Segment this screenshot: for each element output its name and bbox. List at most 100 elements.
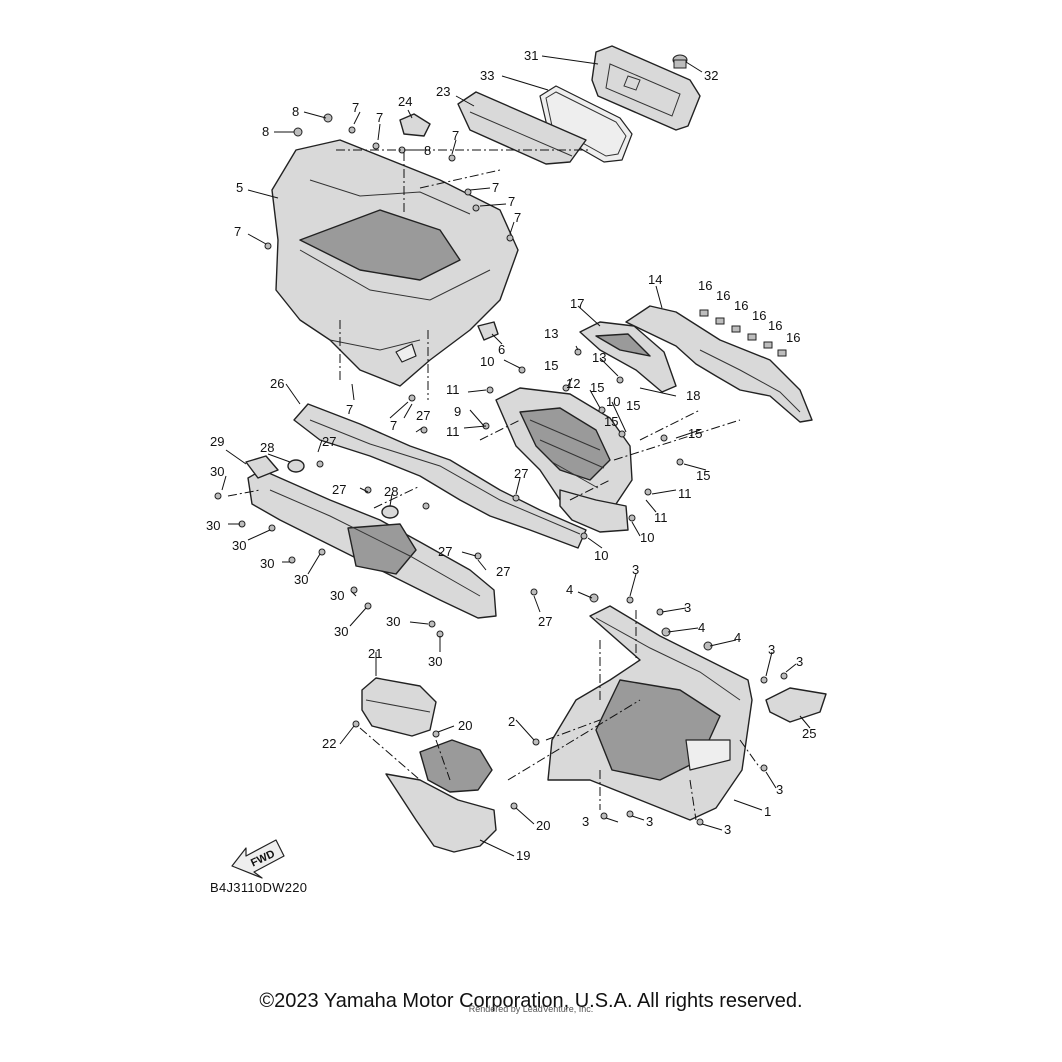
part-25-bracket[interactable]	[765, 687, 827, 723]
callout-30i: 30	[428, 654, 442, 669]
callout-30a: 30	[210, 464, 224, 479]
part-23-panel[interactable]	[457, 91, 587, 165]
part-17-cover[interactable]	[579, 321, 677, 393]
part-32-cap[interactable]	[672, 54, 688, 69]
callout-3h: 3	[724, 822, 731, 837]
callout-31: 31	[524, 48, 538, 63]
callout-15b: 15	[590, 380, 604, 395]
callout-27a: 27	[416, 408, 430, 423]
callout-3b: 3	[684, 600, 691, 615]
part-29-pad[interactable]	[245, 455, 279, 479]
part-16-fasteners[interactable]	[699, 309, 787, 357]
assembly-lines	[227, 149, 761, 821]
callout-32: 32	[704, 68, 718, 83]
callout-8a: 8	[292, 104, 299, 119]
callout-20a: 20	[458, 718, 472, 733]
callout-15e: 15	[688, 426, 702, 441]
callout-15a: 15	[544, 358, 558, 373]
callout-11b: 11	[446, 424, 460, 439]
callout-4b: 4	[698, 620, 705, 635]
part-frame-bracket-left[interactable]	[247, 469, 497, 619]
callout-27b: 27	[322, 434, 336, 449]
callout-30f: 30	[330, 588, 344, 603]
callout-6: 6	[498, 342, 505, 357]
callout-16c: 16	[734, 298, 748, 313]
copyright-notice: ©2023 Yamaha Motor Corporation, U.S.A. A…	[259, 990, 803, 1012]
callout-24: 24	[398, 94, 412, 109]
callout-5: 5	[236, 180, 243, 195]
callout-27d: 27	[332, 482, 346, 497]
callout-28b: 28	[384, 484, 398, 499]
callout-3c: 3	[768, 642, 775, 657]
callout-27f: 27	[496, 564, 510, 579]
callout-25: 25	[802, 726, 816, 741]
callout-30d: 30	[260, 556, 274, 571]
callout-10d: 10	[594, 548, 608, 563]
callout-4c: 4	[734, 630, 741, 645]
part-1-lower-panel[interactable]	[547, 605, 753, 821]
callout-7c: 7	[452, 128, 459, 143]
callout-26: 26	[270, 376, 284, 391]
callout-14: 14	[648, 272, 662, 287]
callout-30h: 30	[386, 614, 400, 629]
callout-12: 12	[566, 376, 580, 391]
callout-27g: 27	[538, 614, 552, 629]
leader-lines	[221, 55, 811, 857]
callout-8b: 8	[262, 124, 269, 139]
callout-27c: 27	[514, 466, 528, 481]
part-24-clip[interactable]	[399, 113, 431, 137]
fasteners[interactable]	[214, 113, 788, 826]
callout-33: 33	[480, 68, 494, 83]
callout-10a: 10	[480, 354, 494, 369]
part-31-cover[interactable]	[591, 45, 701, 131]
center-console-assembly[interactable]	[495, 387, 633, 533]
part-26-crossmember[interactable]	[293, 403, 587, 549]
callout-17: 17	[570, 296, 584, 311]
callout-7f: 7	[514, 210, 521, 225]
callout-15c: 15	[626, 398, 640, 413]
part-28-grommet[interactable]	[287, 459, 399, 519]
diagram-code: B4J3110DW220	[210, 880, 307, 895]
callout-10c: 10	[640, 530, 654, 545]
part-21-tray[interactable]	[361, 677, 437, 737]
callout-11c: 11	[678, 486, 692, 501]
callout-7a: 7	[352, 100, 359, 115]
part-14-side-panel[interactable]	[625, 305, 813, 423]
callout-13a: 13	[544, 326, 558, 341]
callout-9: 9	[454, 404, 461, 419]
callout-28a: 28	[260, 440, 274, 455]
callout-15d: 15	[604, 414, 618, 429]
callout-10b: 10	[606, 394, 620, 409]
callout-19: 19	[516, 848, 530, 863]
callout-16a: 16	[698, 278, 712, 293]
callout-7i: 7	[390, 418, 397, 433]
callout-27e: 27	[438, 544, 452, 559]
callout-16e: 16	[768, 318, 782, 333]
callout-16b: 16	[716, 288, 730, 303]
callout-3e: 3	[776, 782, 783, 797]
callout-3f: 3	[582, 814, 589, 829]
callout-7d: 7	[492, 180, 499, 195]
part-5-upper-panel[interactable]	[271, 139, 519, 387]
callout-8c: 8	[424, 143, 431, 158]
callout-11d: 11	[654, 510, 668, 525]
callout-30e: 30	[294, 572, 308, 587]
callout-16f: 16	[786, 330, 800, 345]
callout-1: 1	[764, 804, 771, 819]
callout-20b: 20	[536, 818, 550, 833]
callout-3a: 3	[632, 562, 639, 577]
callout-22: 22	[322, 736, 336, 751]
callout-7g: 7	[234, 224, 241, 239]
callout-7h: 7	[346, 402, 353, 417]
fwd-arrow-icon: FWD	[231, 839, 285, 879]
callout-2: 2	[508, 714, 515, 729]
callout-30b: 30	[206, 518, 220, 533]
part-19-side-cover[interactable]	[385, 739, 497, 853]
callout-29: 29	[210, 434, 224, 449]
callout-3d: 3	[796, 654, 803, 669]
callout-13b: 13	[592, 350, 606, 365]
callout-7b: 7	[376, 110, 383, 125]
callout-16d: 16	[752, 308, 766, 323]
callout-7e: 7	[508, 194, 515, 209]
